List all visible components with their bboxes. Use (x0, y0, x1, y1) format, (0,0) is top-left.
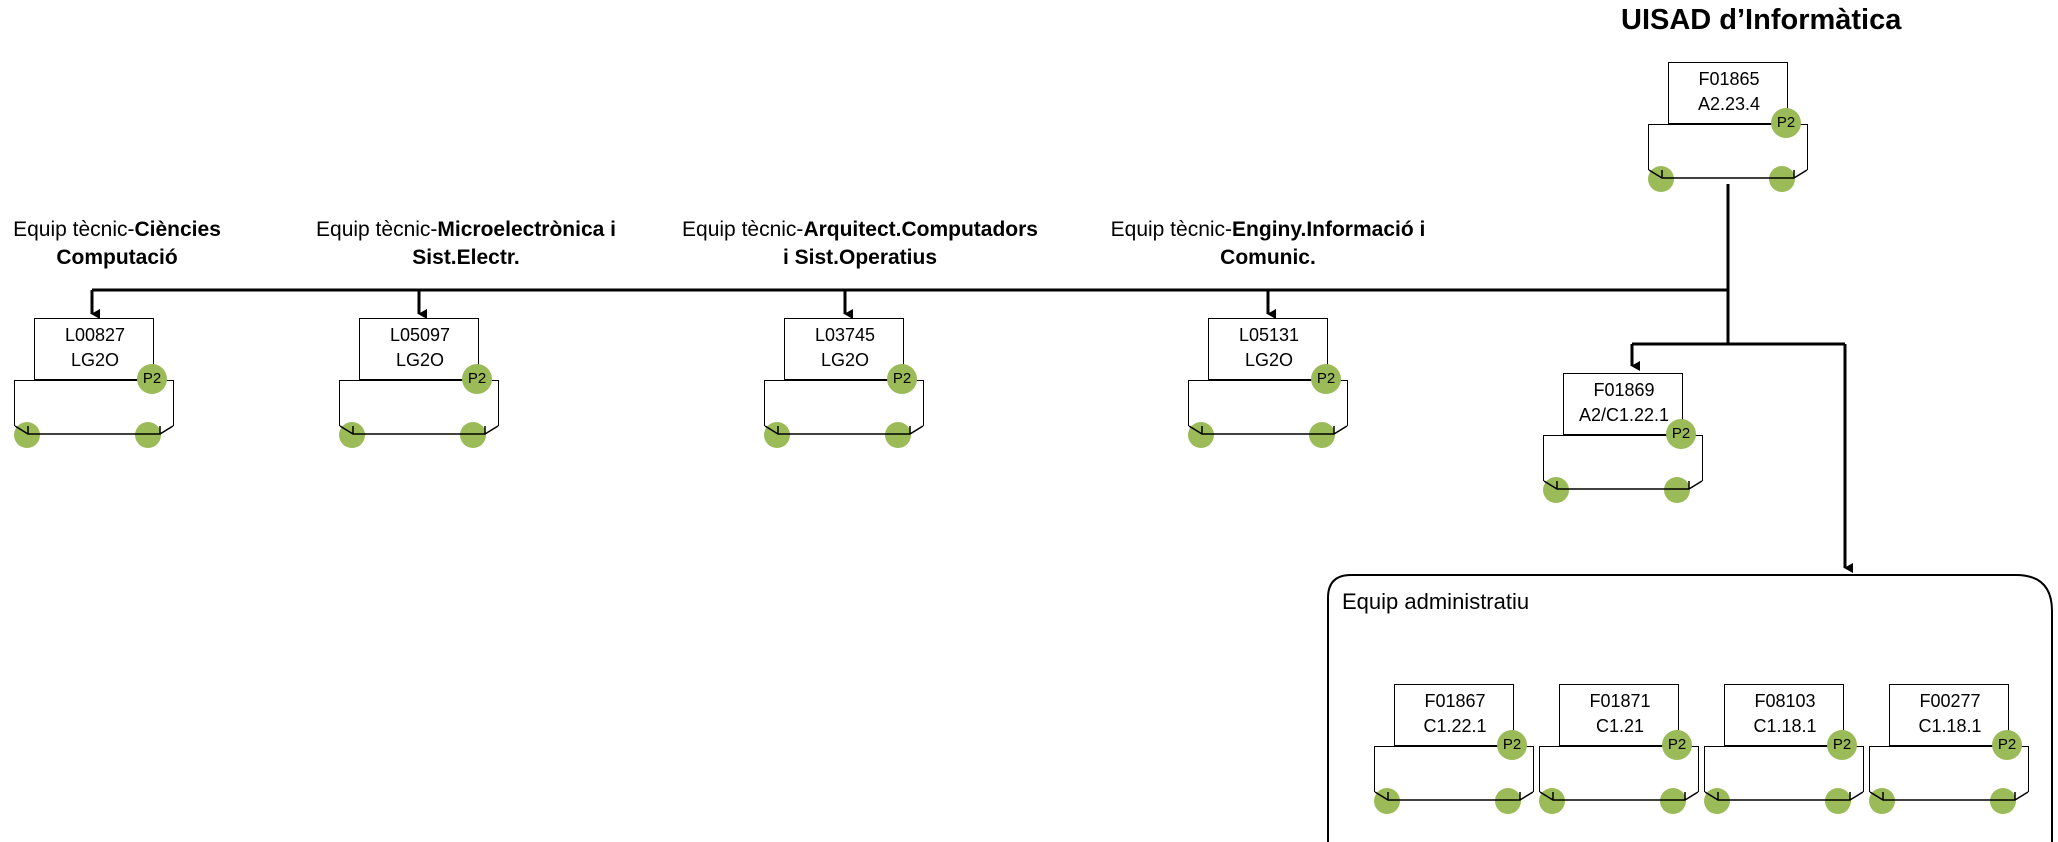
team-node-3: L03745 LG2O P2 (764, 318, 924, 448)
node-base (764, 380, 924, 426)
p2-badge: P2 (137, 364, 167, 394)
node-level: LG2O (1244, 350, 1294, 370)
node-code: L05131 (1238, 325, 1300, 345)
team-node-4: L05131 LG2O P2 (1188, 318, 1348, 448)
node-wheel (1188, 422, 1214, 448)
node-level: LG2O (395, 350, 445, 370)
p2-badge: P2 (1771, 108, 1801, 138)
node-base (14, 380, 174, 426)
node-tab: F01871 C1.21 (1559, 684, 1679, 746)
node-wheel (1309, 422, 1335, 448)
node-code: F08103 (1754, 691, 1816, 711)
node-tab: L00827 LG2O (34, 318, 154, 380)
node-wheel (1660, 788, 1686, 814)
node-base (1539, 746, 1699, 792)
node-tab: F01865 A2.23.4 (1668, 62, 1788, 124)
node-wheel (1648, 166, 1674, 192)
node-code: F00277 (1919, 691, 1981, 711)
node-base-outline (1648, 169, 1808, 179)
node-wheel (1869, 788, 1895, 814)
node-code: F01865 (1698, 69, 1760, 89)
node-level: C1.22.1 (1423, 716, 1487, 736)
node-code: L00827 (64, 325, 126, 345)
p2-badge: P2 (462, 364, 492, 394)
node-level: C1.18.1 (1918, 716, 1982, 736)
node-base (339, 380, 499, 426)
top-node: F01865 A2.23.4 P2 (1648, 62, 1808, 192)
node-wheel (14, 422, 40, 448)
p2-badge: P2 (1666, 419, 1696, 449)
chart-title: UISAD d’Informàtica (1621, 4, 1902, 36)
node-base (1648, 124, 1808, 170)
admin-node-2: F01871 C1.21 P2 (1539, 684, 1699, 814)
node-base (1188, 380, 1348, 426)
team-node-2: L05097 LG2O P2 (339, 318, 499, 448)
admin-node-1: F01867 C1.22.1 P2 (1374, 684, 1534, 814)
p2-badge: P2 (1497, 730, 1527, 760)
p2-badge: P2 (1992, 730, 2022, 760)
node-wheel (1825, 788, 1851, 814)
node-wheel (1543, 477, 1569, 503)
node-base (1543, 435, 1703, 481)
team-label-2: Equip tècnic-Microelectrònica i Sist.Ele… (316, 218, 616, 269)
node-base-outline (1374, 791, 1534, 801)
node-base (1704, 746, 1864, 792)
node-wheel (885, 422, 911, 448)
node-wheel (135, 422, 161, 448)
node-base-outline (14, 425, 174, 435)
node-level: LG2O (70, 350, 120, 370)
p2-badge: P2 (1662, 730, 1692, 760)
admin-group-frame (1327, 574, 2053, 842)
node-wheel (1374, 788, 1400, 814)
node-base-outline (339, 425, 499, 435)
node-base-outline (764, 425, 924, 435)
team-label-3: Equip tècnic-Arquitect.Computadors i Sis… (682, 218, 1038, 269)
node-base-outline (1869, 791, 2029, 801)
node-level: C1.18.1 (1753, 716, 1817, 736)
node-code: F01867 (1424, 691, 1486, 711)
node-tab: L05097 LG2O (359, 318, 479, 380)
node-wheel (1769, 166, 1795, 192)
node-base-outline (1539, 791, 1699, 801)
node-wheel (460, 422, 486, 448)
node-level: LG2O (820, 350, 870, 370)
node-wheel (1990, 788, 2016, 814)
node-code: F01869 (1593, 380, 1655, 400)
node-tab: F01869 A2/C1.22.1 (1563, 373, 1683, 435)
node-level: A2.23.4 (1697, 94, 1761, 114)
node-base (1869, 746, 2029, 792)
secretary-node: F01869 A2/C1.22.1 P2 (1543, 373, 1703, 503)
team-node-1: L00827 LG2O P2 (14, 318, 174, 448)
node-tab: F08103 C1.18.1 (1724, 684, 1844, 746)
node-base-outline (1704, 791, 1864, 801)
admin-group-label: Equip administratiu (1342, 589, 1530, 614)
node-wheel (1539, 788, 1565, 814)
node-base-outline (1543, 480, 1703, 490)
node-tab: L05131 LG2O (1208, 318, 1328, 380)
team-label-1: Equip tècnic-Ciències Computació (13, 218, 221, 269)
node-tab: F00277 C1.18.1 (1889, 684, 2009, 746)
p2-badge: P2 (1311, 364, 1341, 394)
p2-badge: P2 (1827, 730, 1857, 760)
admin-node-4: F00277 C1.18.1 P2 (1869, 684, 2029, 814)
node-base (1374, 746, 1534, 792)
node-level: A2/C1.22.1 (1578, 405, 1670, 425)
node-wheel (339, 422, 365, 448)
node-wheel (1495, 788, 1521, 814)
node-code: L03745 (814, 325, 876, 345)
node-base-outline (1188, 425, 1348, 435)
admin-node-3: F08103 C1.18.1 P2 (1704, 684, 1864, 814)
node-wheel (1704, 788, 1730, 814)
node-level: C1.21 (1595, 716, 1645, 736)
node-tab: L03745 LG2O (784, 318, 904, 380)
p2-badge: P2 (887, 364, 917, 394)
node-code: L05097 (389, 325, 451, 345)
node-code: F01871 (1589, 691, 1651, 711)
node-wheel (764, 422, 790, 448)
node-wheel (1664, 477, 1690, 503)
team-label-4: Equip tècnic-Enginy.Informació i Comunic… (1110, 218, 1426, 269)
node-tab: F01867 C1.22.1 (1394, 684, 1514, 746)
